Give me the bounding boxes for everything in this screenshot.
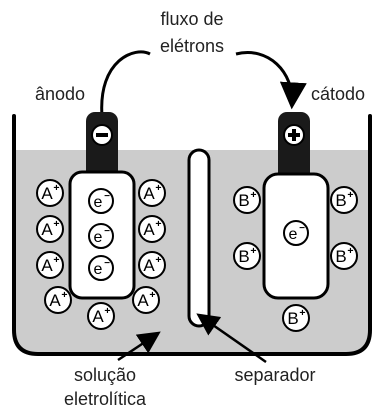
svg-text:B: B [335, 191, 346, 210]
anion-a-plus: A+ [138, 179, 166, 207]
anion-a-plus: A+ [44, 286, 72, 314]
electron-e-minus: e− [283, 220, 309, 246]
cathode-terminal [278, 112, 310, 182]
svg-text:+: + [155, 254, 161, 266]
electron-e-minus: e− [88, 188, 114, 214]
cation-b-plus: B+ [282, 304, 310, 332]
electron-flow-label-line2: elétrons [159, 36, 225, 56]
svg-text:+: + [53, 218, 59, 230]
svg-text:+: + [53, 182, 59, 194]
svg-text:+: + [155, 218, 161, 230]
electron-flow-arrow [235, 51, 307, 110]
svg-text:A: A [143, 256, 155, 275]
svg-text:+: + [250, 189, 256, 201]
electron-e-minus: e− [88, 223, 114, 249]
svg-text:B: B [238, 247, 249, 266]
plus-symbol-v [292, 129, 296, 141]
anion-a-plus: A+ [138, 251, 166, 279]
svg-text:+: + [347, 189, 353, 201]
svg-text:B: B [238, 191, 249, 210]
minus-symbol [96, 133, 108, 137]
svg-text:+: + [61, 289, 67, 301]
svg-text:A: A [41, 220, 53, 239]
solution-label-line2: eletrolítica [63, 389, 147, 409]
anion-a-plus: A+ [87, 302, 115, 330]
svg-text:A: A [143, 220, 155, 239]
anion-a-plus: A+ [132, 286, 160, 314]
svg-text:+: + [149, 289, 155, 301]
svg-text:+: + [250, 245, 256, 257]
svg-text:+: + [299, 307, 305, 319]
svg-text:A: A [41, 256, 53, 275]
anion-a-plus: A+ [36, 215, 64, 243]
svg-text:−: − [104, 258, 110, 269]
anode-label: ânodo [34, 84, 86, 104]
anion-a-plus: A+ [36, 251, 64, 279]
cathode-label: cátodo [310, 84, 366, 104]
separator-label: separador [234, 365, 316, 385]
svg-text:A: A [143, 184, 155, 203]
solution-pointer-arrow [117, 331, 161, 362]
svg-text:B: B [335, 247, 346, 266]
svg-text:+: + [104, 305, 110, 317]
svg-text:A: A [92, 307, 104, 326]
svg-text:e: e [94, 194, 103, 211]
svg-text:−: − [104, 191, 110, 202]
cation-b-plus: B+ [330, 186, 358, 214]
svg-text:e: e [289, 226, 298, 243]
anion-a-plus: A+ [36, 179, 64, 207]
electron-e-minus: e− [88, 255, 114, 281]
separator-pointer-arrow [196, 313, 267, 364]
svg-text:B: B [287, 309, 298, 328]
svg-text:−: − [104, 226, 110, 237]
separator-membrane [187, 148, 211, 328]
svg-text:A: A [137, 291, 149, 310]
svg-text:e: e [94, 229, 103, 246]
anion-a-plus: A+ [138, 215, 166, 243]
cation-b-plus: B+ [233, 242, 261, 270]
svg-text:A: A [49, 291, 61, 310]
svg-text:+: + [347, 245, 353, 257]
solution-label-line1: solução [73, 365, 137, 385]
electron-flow-label-line1: fluxo de [160, 9, 224, 29]
cation-b-plus: B+ [233, 186, 261, 214]
svg-text:−: − [299, 223, 305, 234]
cation-b-plus: B+ [330, 242, 358, 270]
svg-text:+: + [155, 182, 161, 194]
electron-flow-wire [100, 50, 151, 117]
svg-text:A: A [41, 184, 53, 203]
svg-text:e: e [94, 261, 103, 278]
svg-text:+: + [53, 254, 59, 266]
container-wall [12, 114, 372, 356]
